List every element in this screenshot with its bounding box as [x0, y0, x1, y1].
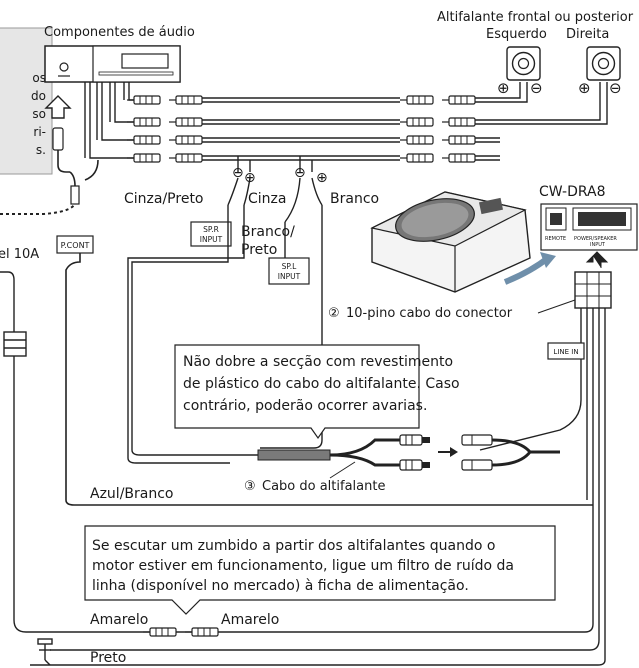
- model-label: CW-DRA8: [539, 184, 606, 200]
- bend-warning-line-3: contrário, poderão ocorrer avarias.: [183, 398, 427, 414]
- power-speaker-label-1: POWER/SPEAKER: [574, 236, 617, 242]
- amp-connector-panel: REMOTE POWER/SPEAKER INPUT: [540, 203, 638, 251]
- minus-sign-1: ⊖: [232, 165, 244, 181]
- pcont-tag: P.CONT: [56, 235, 94, 254]
- dotted-wire: [0, 203, 76, 215]
- spr-tag-line2: INPUT: [200, 235, 223, 244]
- remote-label: REMOTE: [545, 236, 566, 242]
- black-wire-label: Preto: [90, 650, 126, 666]
- cable-number: ③: [244, 479, 256, 494]
- cutoff-line-1: os: [32, 71, 46, 85]
- pcont-tag-text: P.CONT: [61, 241, 90, 250]
- noise-tip-line-2: motor estiver em funcionamento, ligue um…: [92, 558, 514, 574]
- cable-pointer: [329, 461, 356, 479]
- subwoofer-unit: [370, 191, 531, 293]
- yellow-plug-right: [184, 627, 219, 637]
- spl-tag-line2: INPUT: [278, 272, 301, 281]
- cutoff-line-5: s.: [36, 143, 46, 157]
- cutoff-line-3: so: [32, 107, 46, 121]
- minus-sign-2: ⊖: [294, 165, 306, 181]
- yellow-wire: [218, 505, 594, 633]
- speaker-right-icon: [586, 46, 621, 81]
- cutoff-line-4: ri-: [33, 125, 46, 139]
- speaker-right-plus: ⊕: [578, 79, 591, 97]
- speaker-left-label: Esquerdo: [486, 27, 547, 42]
- speaker-input-cables: [127, 205, 323, 464]
- up-arrow-icon: [44, 95, 72, 119]
- speaker-left-minus: ⊖: [530, 79, 543, 97]
- wire-white-black-label-2: Preto: [241, 242, 277, 258]
- insert-arrow-icon: [585, 251, 609, 268]
- horizontal-wires: [202, 82, 608, 161]
- speaker-title: Altifalante frontal ou posterior: [437, 10, 634, 25]
- wire-grey-black-label: Cinza/Preto: [124, 191, 204, 207]
- speaker-left-icon: [506, 46, 541, 81]
- bend-warning-line-1: Não dobre a secção com revestimento: [183, 354, 453, 370]
- connector-label: 10-pino cabo do conector: [346, 306, 513, 321]
- speaker-right-label: Direita: [566, 27, 609, 42]
- spr-tag-line1: SP.R: [203, 225, 219, 234]
- yellow-left-label: Amarelo: [90, 612, 148, 628]
- plus-sign-2: ⊕: [316, 170, 328, 186]
- cutoff-line-2: do: [31, 89, 46, 103]
- connector-number: ②: [328, 306, 340, 321]
- noise-tip-line-3: linha (disponível no mercado) à ficha de…: [92, 578, 469, 594]
- spl-input-tag: SP.L INPUT: [268, 257, 310, 285]
- noise-tip-line-1: Se escutar um zumbido a partir dos altif…: [92, 538, 495, 554]
- speaker-right-minus: ⊖: [609, 79, 622, 97]
- pcont-plug: [52, 127, 80, 205]
- audio-head-unit: [44, 45, 181, 83]
- line-in-tag: LINE IN: [547, 342, 585, 360]
- connector-row: [126, 95, 476, 163]
- fuse-label: el 10A: [0, 247, 39, 262]
- blue-white-label: Azul/Branco: [90, 486, 173, 502]
- blue-white-wire: [65, 159, 593, 506]
- speaker-cable: [230, 434, 560, 471]
- speaker-left-plus: ⊕: [497, 79, 510, 97]
- fuse-connector: [0, 271, 210, 633]
- plus-sign-1: ⊕: [244, 170, 256, 186]
- connector-pointer: [537, 299, 576, 314]
- yellow-plug-left: [142, 627, 177, 637]
- cutoff-note-box: os do so ri- s.: [0, 27, 53, 175]
- wire-grey-label: Cinza: [248, 191, 286, 207]
- bend-warning-line-2: de plástico do cabo do altifalante. Caso: [183, 376, 460, 392]
- ground-terminal-icon: [37, 638, 53, 666]
- noise-tip-box: Se escutar um zumbido a partir dos altif…: [84, 525, 556, 615]
- line-in-text: LINE IN: [553, 348, 578, 356]
- ten-pin-wires: [30, 308, 606, 666]
- spr-input-tag: SP.R INPUT: [190, 221, 232, 247]
- cable-label: Cabo do altifalante: [262, 479, 385, 494]
- power-speaker-label-2: INPUT: [590, 242, 606, 248]
- wire-white-black-label-1: Branco/: [241, 224, 295, 240]
- audio-components-label: Componentes de áudio: [44, 25, 195, 40]
- bend-warning-box: Não dobre a secção com revestimento de p…: [174, 344, 460, 440]
- wire-white-label: Branco: [330, 191, 379, 207]
- branch-wires: [227, 156, 323, 223]
- yellow-right-label: Amarelo: [221, 612, 279, 628]
- spl-tag-line1: SP.L: [282, 262, 297, 271]
- direction-arrowhead-icon: [540, 252, 556, 268]
- ten-pin-connector: [574, 271, 612, 309]
